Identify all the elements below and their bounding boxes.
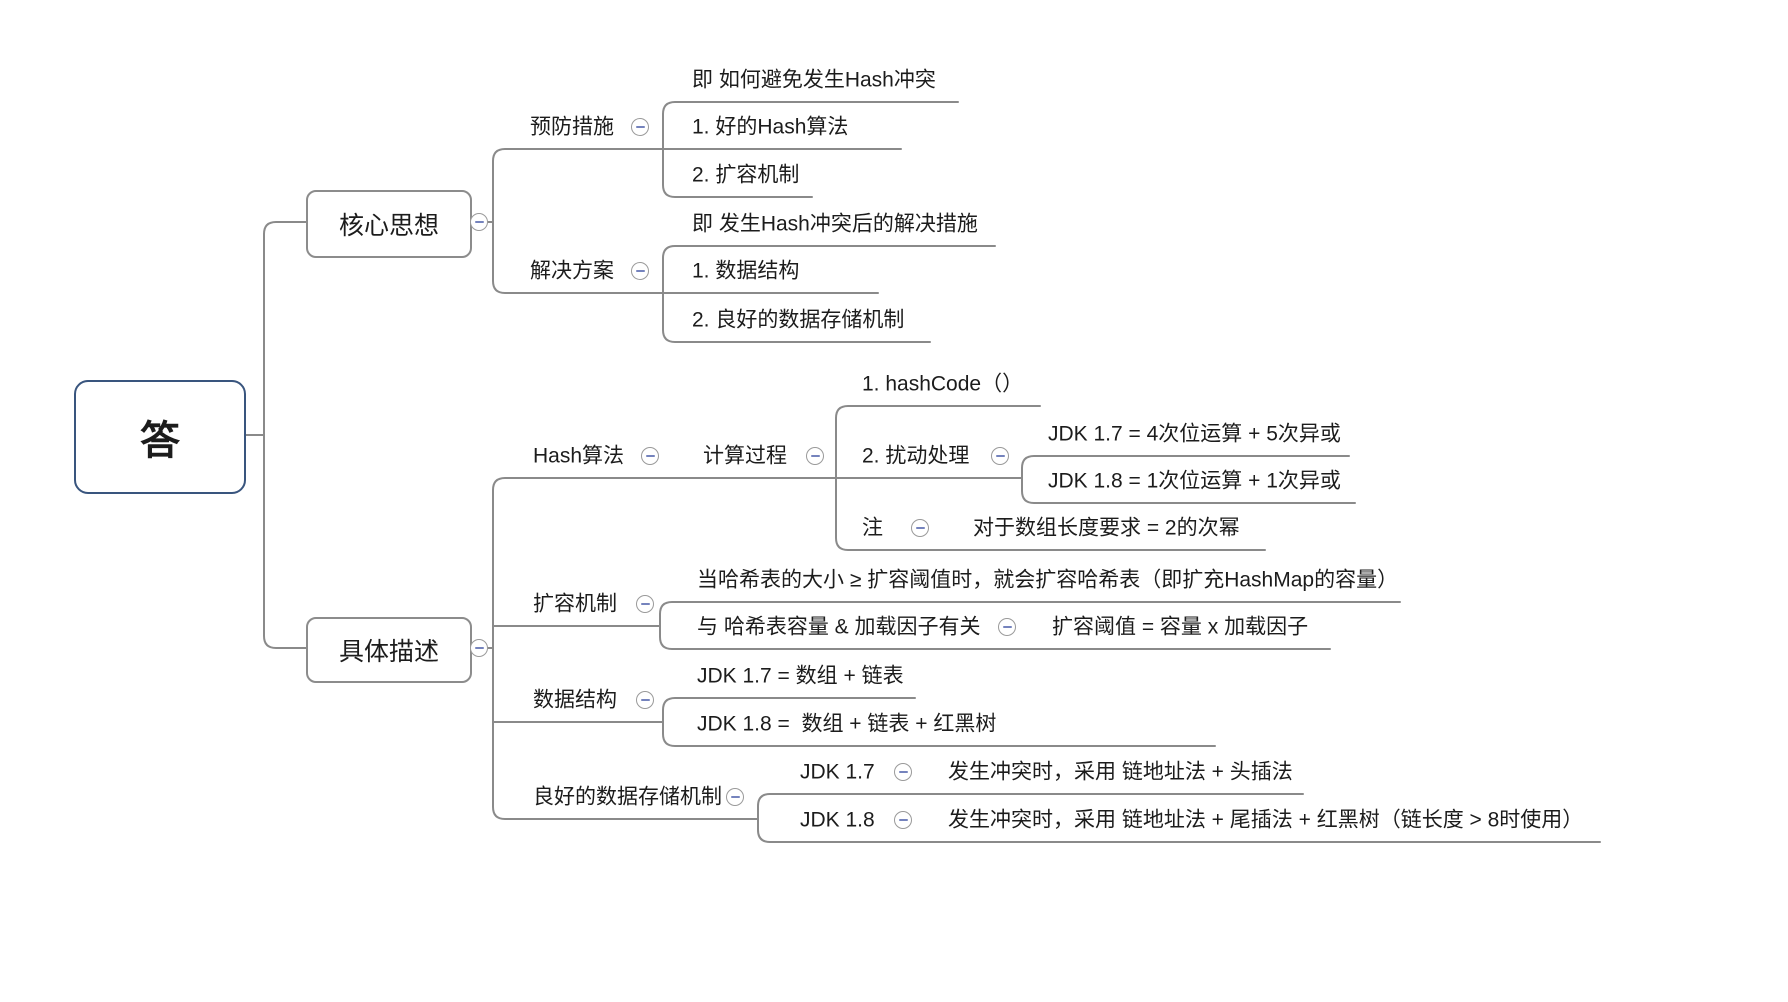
bracket-datastruct-children xyxy=(662,697,1216,747)
topic-threshold-formula[interactable]: 扩容阈值 = 容量 x 加载因子 xyxy=(1052,615,1309,639)
collapse-icon-jdk18-storage[interactable] xyxy=(894,811,912,829)
topic-perturbation[interactable]: 2. 扰动处理 xyxy=(862,444,970,468)
topic-hashcode[interactable]: 1. hashCode（） xyxy=(862,372,1024,396)
bracket-core-idea-children xyxy=(492,148,664,294)
topic-good-hash-algorithm[interactable]: 1. 好的Hash算法 xyxy=(692,115,849,139)
bracket-perturbation-children xyxy=(1021,455,1356,504)
minus-glyph xyxy=(640,698,650,702)
minus-glyph xyxy=(915,526,925,530)
minus-glyph xyxy=(640,602,650,606)
minus-glyph xyxy=(730,795,740,799)
minus-glyph xyxy=(635,125,645,129)
topic-data-structure[interactable]: 数据结构 xyxy=(533,688,617,712)
topic-jdk18-collision-handling[interactable]: 发生冲突时，采用 链地址法 + 尾插法 + 红黑树（链长度 > 8时使用） xyxy=(948,808,1584,832)
topic-good-storage[interactable]: 良好的数据存储机制 xyxy=(533,785,722,809)
minus-glyph xyxy=(898,818,908,822)
topic-jdk17-structure[interactable]: JDK 1.7 = 数组 + 链表 xyxy=(697,664,904,688)
topic-jdk18-structure[interactable]: JDK 1.8 = 数组 + 链表 + 红黑树 xyxy=(697,712,997,736)
topic-core-idea[interactable]: 核心思想 xyxy=(306,190,472,258)
collapse-icon-note[interactable] xyxy=(911,519,929,537)
topic-jdk17-collision-handling[interactable]: 发生冲突时，采用 链地址法 + 头插法 xyxy=(948,760,1293,784)
topic-expand-condition[interactable]: 当哈希表的大小 ≥ 扩容阈值时，就会扩容哈希表（即扩充HashMap的容量） xyxy=(697,568,1399,592)
collapse-icon-calc-process[interactable] xyxy=(806,447,824,465)
topic-solution[interactable]: 解决方案 xyxy=(530,259,614,283)
topic-hash-algorithm[interactable]: Hash算法 xyxy=(533,444,625,468)
minus-glyph xyxy=(1002,625,1012,629)
topic-expand-mechanism[interactable]: 扩容机制 xyxy=(533,592,617,616)
minus-glyph xyxy=(995,454,1005,458)
collapse-icon-capacity-load-factor[interactable] xyxy=(998,618,1016,636)
topic-calc-process[interactable]: 计算过程 xyxy=(703,444,787,468)
minus-glyph xyxy=(898,770,908,774)
minus-glyph xyxy=(810,454,820,458)
topic-jdk17-perturbation[interactable]: JDK 1.7 = 4次位运算 + 5次异或 xyxy=(1048,422,1341,446)
topic-note[interactable]: 注 xyxy=(862,516,883,540)
bracket-expand-children xyxy=(659,601,1401,650)
topic-jdk18-storage[interactable]: JDK 1.8 xyxy=(800,808,875,832)
collapse-icon-data-structure[interactable] xyxy=(636,691,654,709)
topic-jdk17-storage[interactable]: JDK 1.7 xyxy=(800,760,875,784)
bracket-storage-children xyxy=(757,793,1601,843)
minus-glyph xyxy=(474,646,484,650)
collapse-icon-perturbation[interactable] xyxy=(991,447,1009,465)
topic-jdk18-perturbation[interactable]: JDK 1.8 = 1次位运算 + 1次异或 xyxy=(1048,469,1341,493)
minus-glyph xyxy=(645,454,655,458)
minus-glyph xyxy=(635,269,645,273)
minus-glyph xyxy=(474,220,484,224)
topic-after-collision-measures[interactable]: 即 发生Hash冲突后的解决措施 xyxy=(692,212,978,236)
topic-avoid-hash-collision[interactable]: 即 如何避免发生Hash冲突 xyxy=(692,68,936,92)
collapse-icon-detail[interactable] xyxy=(470,639,488,657)
topic-array-length-power-of-two[interactable]: 对于数组长度要求 = 2的次幂 xyxy=(973,516,1240,540)
topic-good-storage-item[interactable]: 2. 良好的数据存储机制 xyxy=(692,308,905,332)
collapse-icon-solution[interactable] xyxy=(631,262,649,280)
topic-detail[interactable]: 具体描述 xyxy=(306,617,472,683)
collapse-icon-expand-mechanism[interactable] xyxy=(636,595,654,613)
topic-expand-mechanism-item[interactable]: 2. 扩容机制 xyxy=(692,163,800,187)
root-topic[interactable]: 答 xyxy=(74,380,246,494)
bracket-detail-children xyxy=(492,477,837,820)
topic-data-structure-item[interactable]: 1. 数据结构 xyxy=(692,259,800,283)
collapse-icon-core-idea[interactable] xyxy=(470,213,488,231)
collapse-icon-good-storage[interactable] xyxy=(726,788,744,806)
connector-root-spine xyxy=(263,221,307,649)
topic-capacity-load-factor[interactable]: 与 哈希表容量 & 加载因子有关 xyxy=(697,615,981,639)
collapse-icon-hash-algorithm[interactable] xyxy=(641,447,659,465)
topic-prevention[interactable]: 预防措施 xyxy=(530,115,614,139)
collapse-icon-prevention[interactable] xyxy=(631,118,649,136)
collapse-icon-jdk17-storage[interactable] xyxy=(894,763,912,781)
